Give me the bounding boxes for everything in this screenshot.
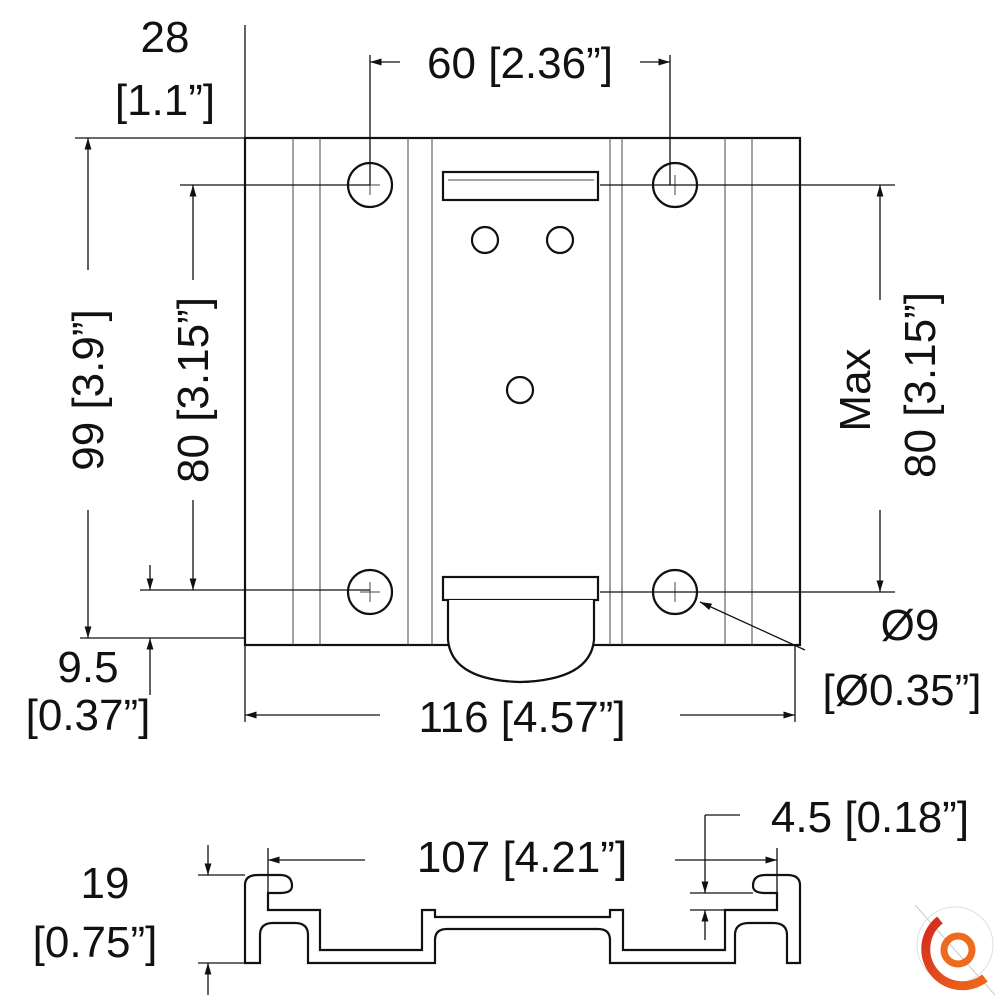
max-spacing-label: 80 [3.15”] xyxy=(896,292,945,478)
profile-dimension-labels: 107 [4.21”] 4.5 [0.18”] 19 [0.75”] xyxy=(33,793,969,967)
height-label: 99 [3.9”] xyxy=(64,309,113,470)
mounting-plate xyxy=(243,136,802,684)
profile-height-inch: [0.75”] xyxy=(33,918,158,967)
max-label: Max xyxy=(831,348,880,431)
profile-dimension-lines xyxy=(198,814,778,995)
dimension-labels: 28 [1.1”] 60 [2.36”] 99 [3.9”] 80 [3.15”… xyxy=(26,13,982,742)
width-label: 116 [4.57”] xyxy=(418,693,625,742)
rail-width-label: 107 [4.21”] xyxy=(417,833,627,882)
brand-logo xyxy=(914,904,996,996)
plate-grooves xyxy=(292,138,753,645)
offset-top-value: 28 xyxy=(141,13,190,62)
offset-bottom-inch: [0.37”] xyxy=(26,691,151,740)
rail-profile xyxy=(243,873,802,965)
offset-top-inch: [1.1”] xyxy=(115,76,215,125)
top-slot xyxy=(441,170,600,202)
hole-diameter-inch: [Ø0.35”] xyxy=(823,666,982,715)
slot-label: 4.5 [0.18”] xyxy=(771,793,969,842)
profile-height-value: 19 xyxy=(81,859,130,908)
hole-diameter-value: Ø9 xyxy=(881,601,940,650)
hole-vertical-spacing-label: 80 [3.15”] xyxy=(169,297,218,483)
bottom-slot xyxy=(441,575,600,602)
dimension-lines xyxy=(75,25,895,722)
hole-horizontal-spacing-label: 60 [2.36”] xyxy=(427,39,613,88)
offset-bottom-value: 9.5 xyxy=(57,643,118,692)
